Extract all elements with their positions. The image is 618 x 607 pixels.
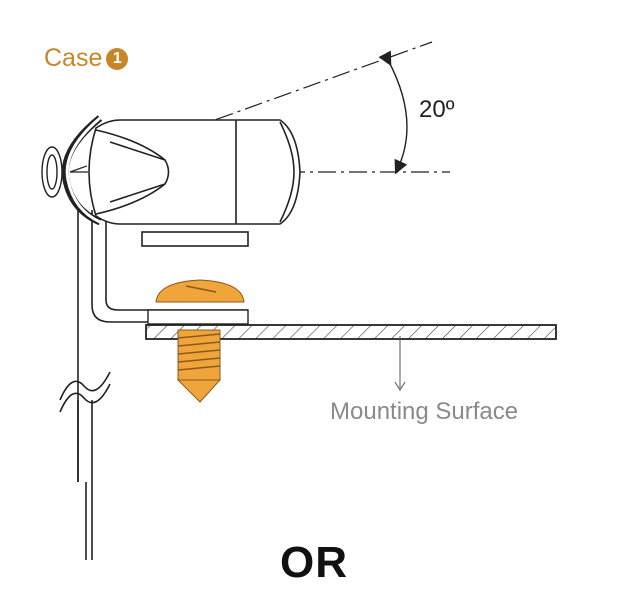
mounting-surface-label: Mounting Surface: [330, 398, 519, 425]
mounting-bracket: [77, 210, 248, 482]
angle-arc: [378, 50, 408, 175]
mounting-surface: [145, 324, 557, 340]
angle-label: 20º: [419, 96, 455, 123]
cable: [59, 371, 111, 560]
side-knob: [41, 146, 63, 198]
case-label-text: Case: [44, 44, 103, 72]
bracket-foot: [147, 309, 249, 325]
case-label: Case 1: [44, 44, 129, 73]
screw: [155, 279, 245, 403]
sensor-head: [88, 119, 301, 225]
or-label: OR: [280, 538, 348, 587]
case-number-badge: 1: [106, 47, 129, 70]
head-base-plate: [141, 231, 249, 247]
